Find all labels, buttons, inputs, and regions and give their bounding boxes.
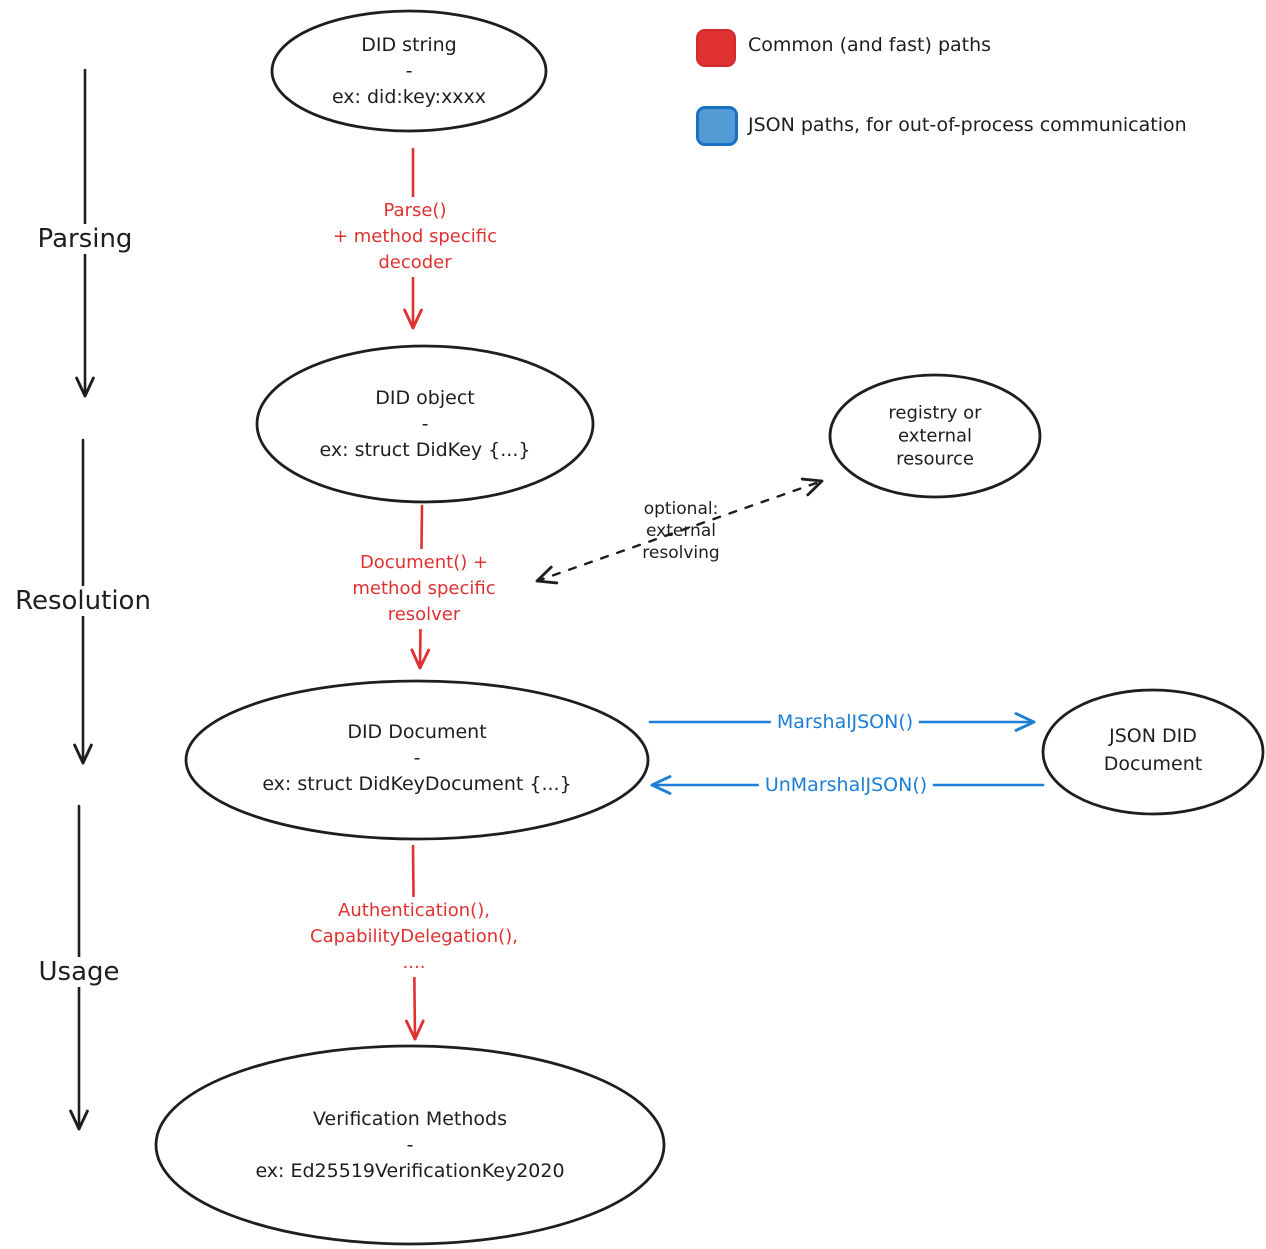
verification-methods-node-label: Verification Methods - ex: Ed25519Verifi… [255,1108,565,1182]
registry-node [828,373,1042,499]
stage-label-resolution: Resolution [10,586,156,616]
legend-swatch-common-paths [696,29,736,67]
resolve-arrow-label: Document() + method specific resolver [346,549,502,629]
did-document-node [184,679,650,841]
verification-methods-node [154,1044,666,1246]
did-object-node-label: DID object - ex: struct DidKey {...} [319,387,531,461]
did-string-node [270,9,548,133]
did-string-node-label: DID string - ex: did:key:xxxx [331,34,487,108]
optional-resolving-label: optional: external resolving [642,499,720,563]
did-document-node-label: DID Document - ex: struct DidKeyDocument… [262,721,572,795]
unmarshal-json-label: UnMarshalJSON() [758,773,934,797]
stage-label-usage: Usage [33,957,125,987]
parse-arrow-label: Parse() + method specific decoder [326,197,504,277]
legend-swatch-json-paths [696,106,738,146]
legend-label-json-paths: JSON paths, for out-of-process communica… [748,114,1187,136]
optional-resolving-arrow [535,477,824,585]
registry-node-label: registry or external resource [888,402,982,470]
legend-label-common-paths: Common (and fast) paths [748,34,992,56]
usage-methods-label: Authentication(), CapabilityDelegation()… [304,897,524,977]
json-did-document-node-label: JSON DID Document [1103,725,1203,775]
marshal-json-label: MarshalJSON() [770,710,920,734]
json-did-document-node [1041,688,1265,816]
did-object-node [255,344,595,504]
stage-label-parsing: Parsing [32,224,138,254]
